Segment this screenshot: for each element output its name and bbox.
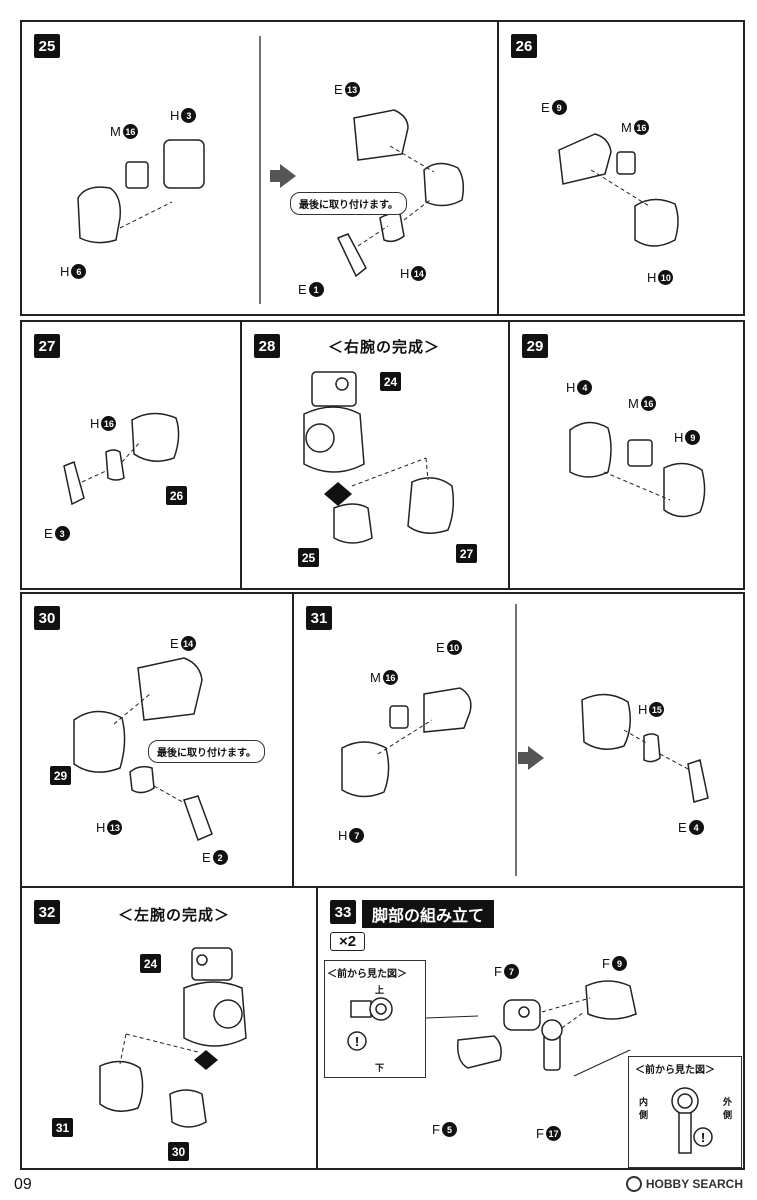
- part-drawing: [73, 657, 213, 842]
- ref-step-badge: 24: [140, 954, 161, 973]
- step-number: 31: [306, 606, 332, 630]
- callout-attach-last: 最後に取り付けます。: [290, 192, 407, 215]
- callout-attach-last: 最後に取り付けます。: [148, 740, 265, 763]
- watermark-text: HOBBY SEARCH: [645, 1177, 743, 1191]
- ref-step-badge: 24: [380, 372, 401, 391]
- ref-step-badge: 25: [298, 548, 319, 567]
- part-drawing: [341, 604, 709, 876]
- label-inner: 内側: [639, 1097, 649, 1120]
- front-view-box-right: ＜前から見た図＞ 内側 外側 !: [628, 1056, 742, 1168]
- quantity-badge: ×2: [330, 932, 366, 951]
- step-title: ＜左腕の完成＞: [118, 907, 231, 924]
- ref-step-badge: 26: [166, 486, 187, 505]
- warning-icon: !: [671, 1087, 713, 1154]
- step-number: 28: [254, 334, 280, 358]
- part-drawing: [77, 36, 465, 304]
- front-view-title: ＜前から見た図＞: [635, 1065, 715, 1076]
- page-number: 09: [14, 1176, 32, 1193]
- warning-icon: !: [347, 997, 393, 1051]
- part-drawing: [569, 421, 706, 518]
- label-outer: 外側: [723, 1097, 733, 1120]
- ref-step-badge: 30: [168, 1142, 189, 1161]
- front-view-box-left: ＜前から見た図＞ 上 下 !: [324, 960, 426, 1078]
- step-28-panel: 28 ＜右腕の完成＞ 24 25 27: [240, 320, 510, 590]
- step-number: 30: [34, 606, 60, 630]
- watermark: HOBBY SEARCH: [625, 1176, 743, 1192]
- part-drawing: [303, 371, 455, 544]
- ref-step-badge: 31: [52, 1118, 73, 1137]
- step-number: 33: [330, 900, 356, 924]
- next-arrow: [518, 746, 544, 770]
- step-title: 脚部の組み立て: [362, 900, 495, 928]
- step-number: 27: [34, 334, 60, 358]
- step-number: 32: [34, 900, 60, 924]
- ref-step-badge: 27: [456, 544, 477, 563]
- step-number: 25: [34, 34, 60, 58]
- label-top: 上: [375, 985, 385, 995]
- svg-text:!: !: [355, 1034, 359, 1049]
- step-32-panel: 32 ＜左腕の完成＞ 24 31 30: [20, 886, 318, 1170]
- step-number: 26: [511, 34, 537, 58]
- step-title: ＜右腕の完成＞: [328, 339, 441, 356]
- ref-step-badge: 29: [50, 766, 71, 785]
- label-bottom: 下: [375, 1063, 385, 1073]
- part-drawing: [425, 980, 637, 1077]
- svg-text:!: !: [701, 1130, 705, 1145]
- part-drawing: [558, 133, 679, 247]
- next-arrow: [270, 164, 296, 188]
- step-number: 29: [522, 334, 548, 358]
- hobby-search-logo-icon: [625, 1176, 642, 1192]
- part-drawing: [99, 947, 247, 1128]
- front-view-title: ＜前から見た図＞: [327, 969, 407, 980]
- part-drawing: [63, 412, 180, 506]
